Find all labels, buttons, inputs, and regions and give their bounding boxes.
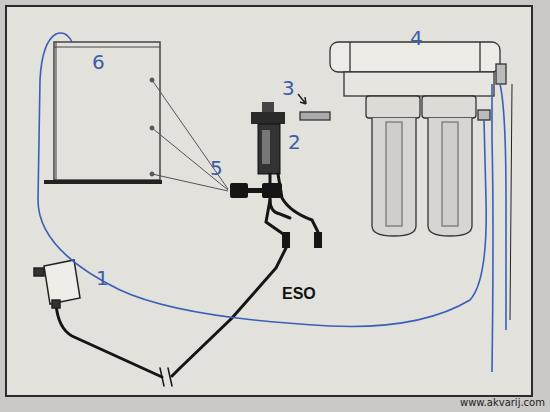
blue-tubing (38, 33, 506, 372)
callout-number: 1 (96, 268, 109, 288)
float-switch-wires (150, 78, 228, 191)
power-cables (56, 174, 322, 386)
callout-number: 2 (288, 132, 301, 152)
power-adapter (34, 260, 80, 308)
callout-number: 4 (410, 28, 423, 48)
water-tank (44, 42, 162, 182)
pointer-arrow (298, 94, 306, 104)
callout-number: 5 (210, 158, 223, 178)
watermark: www.akvarij.com (460, 398, 545, 408)
page-frame (6, 6, 532, 396)
callout-number: 6 (92, 52, 105, 72)
brand-label: ESO (282, 286, 316, 302)
ro-unit (300, 42, 506, 236)
solenoid-valve (251, 102, 285, 174)
drain-tube (510, 84, 512, 320)
plug-connectors (230, 183, 282, 198)
callout-number: 3 (282, 78, 295, 98)
